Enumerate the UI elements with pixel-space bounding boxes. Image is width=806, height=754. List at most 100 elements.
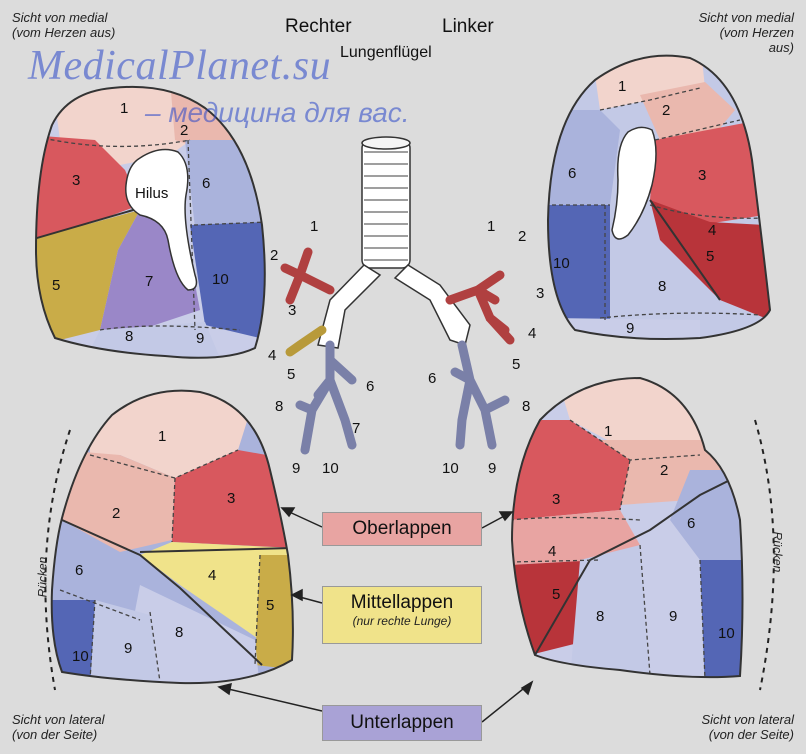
bronchus-left-1: 1: [487, 218, 496, 235]
seg-fill-3: [36, 135, 140, 240]
bronchus-left-3: 3: [536, 285, 545, 302]
bronchus-right-9: 9: [292, 460, 301, 477]
main-bronchus-left: [393, 264, 471, 346]
seg-tr-4: 4: [708, 222, 717, 239]
bronchus-left-4: 4: [528, 325, 537, 342]
seg-fill-4: [140, 542, 292, 640]
bronchus-right-middle: [285, 325, 327, 357]
bronchus-right-5: 5: [287, 366, 296, 383]
bronchus-right-6: 6: [366, 378, 375, 395]
seg-br-5: 5: [552, 586, 561, 603]
bronchus-left-lower: [450, 340, 510, 450]
back-label-left: Rücken: [35, 556, 50, 598]
seg-br-3: 3: [552, 491, 561, 508]
bronchus-right-7: 7: [352, 420, 361, 437]
seg-fill-6: [670, 470, 743, 560]
lobe-arrows: [217, 507, 534, 723]
seg-tl-1: 1: [120, 100, 129, 117]
seg-fill-10: [548, 205, 610, 320]
seg-tl-3: 3: [72, 172, 81, 189]
seg-br-1: 1: [604, 423, 613, 440]
seg-tr-3: 3: [698, 167, 707, 184]
bronchus-left-8: 8: [522, 398, 531, 415]
seg-tr-9: 9: [626, 320, 635, 337]
bronchus-left-upper: [445, 270, 515, 345]
bronchus-left-10: 10: [442, 460, 459, 477]
seg-fill-10: [700, 560, 743, 678]
lung-bottom-left-outline: [50, 389, 294, 685]
legend-lower-lobe: Unterlappen: [322, 705, 482, 741]
caption-bottom-left: Sicht von lateral(von der Seite): [12, 712, 105, 742]
seg-bl-6: 6: [75, 562, 84, 579]
back-arc-right: [754, 419, 775, 691]
bronchus-right-10: 10: [322, 460, 339, 477]
header-right-lung: Rechter: [285, 16, 352, 37]
seg-fill-6: [548, 110, 620, 210]
seg-tl-7: 7: [145, 273, 154, 290]
caption-top-left: Sicht von medial(vom Herzen aus): [12, 10, 116, 40]
seg-tr-10: 10: [553, 255, 570, 272]
seg-bl-9: 9: [124, 640, 133, 657]
seg-tl-2: 2: [180, 122, 189, 139]
seg-bl-2: 2: [112, 505, 121, 522]
seg-bl-1: 1: [158, 428, 167, 445]
header-sub: Lungenflügel: [340, 44, 432, 61]
seg-fill-3: [172, 450, 293, 548]
seg-fill-3: [650, 120, 765, 225]
bronchus-left-9: 9: [488, 460, 497, 477]
seg-br-10: 10: [718, 625, 735, 642]
watermark-title: MedicalPlanet.su: [28, 43, 332, 89]
seg-fill-5: [255, 555, 293, 670]
bronchial-tree: [280, 136, 515, 455]
bronchus-right-upper: [280, 247, 335, 305]
seg-fill-9: [80, 600, 160, 684]
seg-bl-8: 8: [175, 624, 184, 641]
seg-fill-45: [650, 200, 770, 320]
trachea: [361, 139, 411, 269]
main-bronchus-right: [317, 264, 382, 349]
seg-bl-10: 10: [72, 648, 89, 665]
seg-tr-2: 2: [662, 102, 671, 119]
bronchus-left-2: 2: [518, 228, 527, 245]
seg-fill-8: [80, 322, 225, 358]
seg-bl-5: 5: [266, 597, 275, 614]
seg-tr-6: 6: [568, 165, 577, 182]
seg-fill-10: [190, 222, 265, 340]
bronchus-right-4: 4: [268, 347, 277, 364]
watermark-subtitle: – медицина для вас.: [145, 97, 410, 128]
seg-fill-3: [512, 420, 630, 520]
hilus-right: [611, 126, 657, 240]
seg-tl-8: 8: [125, 328, 134, 345]
legend-upper-lobe: Oberlappen: [322, 512, 482, 546]
legend-middle-lobe: Mittellappen (nur rechte Lunge): [322, 586, 482, 644]
hilus-left: [125, 148, 198, 291]
seg-br-2: 2: [660, 462, 669, 479]
seg-tl-9: 9: [196, 330, 205, 347]
seg-tl-10: 10: [212, 271, 229, 288]
header-left-lung: Linker: [442, 16, 494, 37]
seg-tr-8: 8: [658, 278, 667, 295]
back-arc-left: [44, 429, 71, 691]
seg-tl-6: 6: [202, 175, 211, 192]
seg-br-9: 9: [669, 608, 678, 625]
seg-bl-4: 4: [208, 567, 217, 584]
seg-tl-5: 5: [52, 277, 61, 294]
seg-br-4: 4: [548, 543, 557, 560]
caption-bottom-right: Sicht von lateral(von der Seite): [701, 712, 795, 742]
lung-top-right: [548, 55, 770, 339]
lung-bottom-right-outline: [510, 376, 744, 679]
bronchus-right-1: 1: [310, 218, 319, 235]
bronchus-right-3: 3: [288, 302, 297, 319]
seg-fill-2: [60, 450, 175, 552]
lung-bottom-right: [512, 378, 743, 678]
seg-tr-1: 1: [618, 78, 627, 95]
bronchus-right-8: 8: [275, 398, 284, 415]
trachea-rings: [364, 151, 408, 261]
bronchus-right-lower: [295, 340, 357, 455]
seg-bl-3: 3: [227, 490, 236, 507]
back-label-right: Rücken: [770, 531, 785, 573]
lung-top-right-outline: [546, 54, 772, 340]
bronchus-left-6: 6: [428, 370, 437, 387]
